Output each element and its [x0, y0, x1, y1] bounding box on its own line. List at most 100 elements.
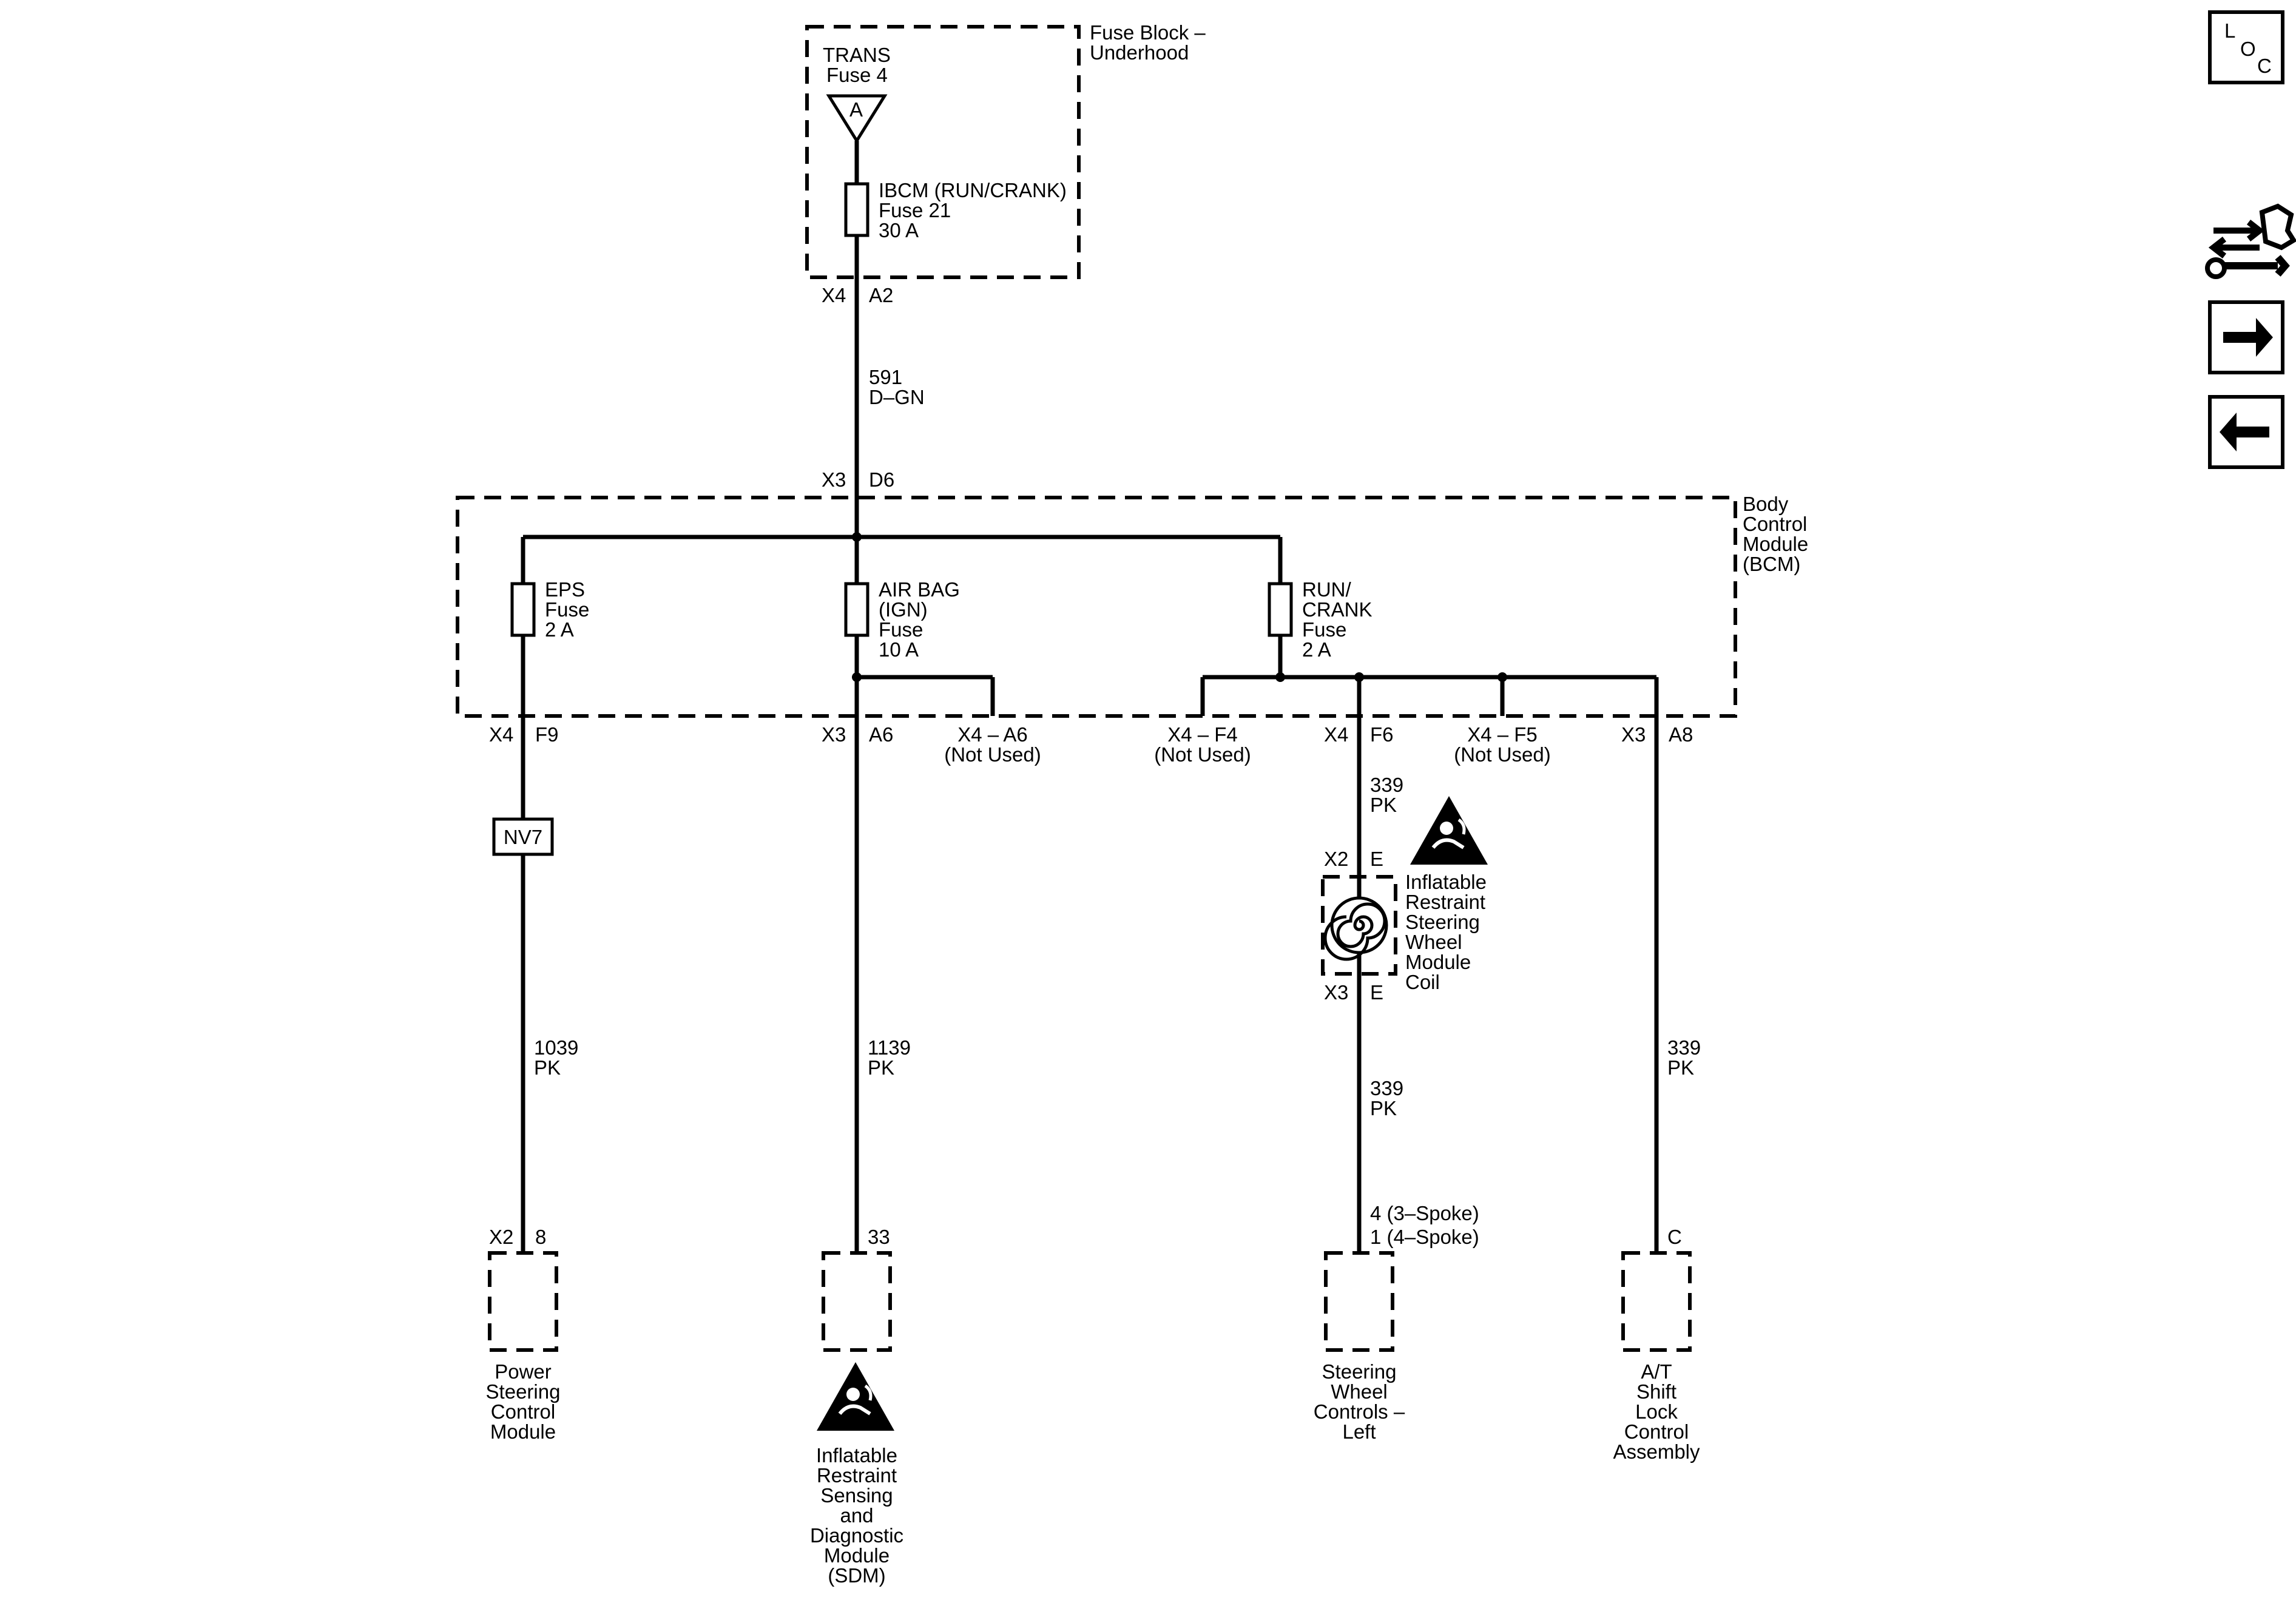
pin-f9: F9 — [535, 723, 559, 746]
pin-f6: F6 — [1370, 723, 1394, 746]
sdm-label-2: Restraint — [817, 1464, 897, 1487]
atsl-label-4: Control — [1624, 1420, 1689, 1443]
wire-1139-color: PK — [868, 1056, 894, 1079]
eps-fuse-label-3: 2 A — [545, 618, 574, 641]
bcm-title-1: Body — [1743, 493, 1789, 515]
splice-nv7-label: NV7 — [504, 826, 542, 848]
atsl-pin: C — [1667, 1226, 1682, 1248]
fuse-block-title-2: Underhood — [1090, 41, 1189, 64]
atsl-label-5: Assembly — [1613, 1440, 1700, 1463]
wire-339a-color: PK — [1370, 794, 1397, 816]
wire-339b-color: PK — [1370, 1097, 1397, 1119]
trans-fuse-triangle-icon — [826, 94, 888, 144]
loc-button[interactable]: L O C — [2208, 10, 2284, 84]
wire-591-circuit: 591 — [869, 366, 902, 388]
airbag-fuse-label-4: 10 A — [879, 638, 919, 661]
eps-fuse-label-2: Fuse — [545, 598, 589, 621]
swc-pin-1: 4 (3–Spoke) — [1370, 1202, 1479, 1224]
pin-x4-f5-not-used: (Not Used) — [1454, 743, 1551, 766]
bcm-title-3: Module — [1743, 533, 1808, 555]
splice-nv7-box — [492, 817, 554, 856]
swc-label-2: Wheel — [1331, 1380, 1388, 1403]
airbag-fuse-label-2: (IGN) — [879, 598, 928, 621]
airbag-fuse-label-1: AIR BAG — [879, 578, 960, 601]
clockspring-coil-icon — [1323, 896, 1388, 961]
arrow-right-icon — [2256, 318, 2273, 357]
sdm-module-box — [822, 1251, 892, 1352]
pin-x4-f4-not-used: (Not Used) — [1154, 743, 1251, 766]
ibcm-fuse-label-3: 30 A — [879, 219, 919, 241]
bcm-title-2: Control — [1743, 513, 1807, 535]
airbag-fuse-label-3: Fuse — [879, 618, 923, 641]
wire-339c-circuit: 339 — [1667, 1036, 1701, 1059]
airbag-warning-icon — [817, 1362, 894, 1431]
airbag-fuse-icon — [844, 582, 869, 637]
fuse-block-out-connector: X4 — [822, 284, 846, 306]
atsl-module-box — [1621, 1251, 1692, 1352]
psc-label-4: Module — [490, 1420, 556, 1443]
fuse-block-out-pin: A2 — [869, 284, 893, 306]
arrow-left-icon — [2220, 413, 2237, 451]
loc-letter-c: C — [2257, 55, 2272, 77]
loc-letter-o: O — [2240, 38, 2256, 60]
runcrank-fuse-label-2: CRANK — [1302, 598, 1373, 621]
trans-fuse-label-2: Fuse 4 — [826, 64, 888, 86]
pin-a6: A6 — [869, 723, 893, 746]
coil-top-pin: E — [1370, 848, 1383, 870]
pin-x4-f4: X4 – F4 — [1167, 723, 1238, 746]
runcrank-fuse-label-4: 2 A — [1302, 638, 1331, 661]
ibcm-fuse-label-2: Fuse 21 — [879, 199, 951, 221]
pin-x3-airbag-connector: X3 — [822, 723, 846, 746]
atsl-label-1: A/T — [1641, 1360, 1672, 1383]
runcrank-splice-node — [1275, 672, 1285, 682]
coil-bot-pin: E — [1370, 981, 1383, 1004]
coil-label-5: Module — [1405, 951, 1471, 973]
airbag-warning-icon — [1410, 796, 1488, 865]
atsl-label-2: Shift — [1636, 1380, 1676, 1403]
psc-label-2: Steering — [486, 1380, 561, 1403]
coil-label-3: Steering — [1405, 911, 1480, 933]
atsl-label-3: Lock — [1635, 1400, 1678, 1423]
sdm-label-6: Module — [824, 1544, 890, 1567]
psc-label-3: Control — [491, 1400, 555, 1423]
coil-label-1: Inflatable — [1405, 871, 1487, 893]
fuse-block-outline — [805, 25, 1081, 279]
swc-label-3: Controls – — [1314, 1400, 1405, 1423]
coil-top-connector: X2 — [1324, 848, 1348, 870]
ibcm-fuse-label-1: IBCM (RUN/CRANK) — [879, 179, 1067, 201]
coil-label-4: Wheel — [1405, 931, 1462, 953]
prev-page-button[interactable] — [2208, 395, 2284, 469]
runcrank-fuse-label-3: Fuse — [1302, 618, 1346, 641]
disassembly-tools-icon[interactable] — [2205, 203, 2296, 279]
next-page-button[interactable] — [2208, 300, 2284, 374]
coil-bot-connector: X3 — [1324, 981, 1348, 1004]
wire-1039-color: PK — [534, 1056, 561, 1079]
sdm-pin: 33 — [868, 1226, 890, 1248]
wire-339c-color: PK — [1667, 1056, 1694, 1079]
pin-x4-a6-not-used: (Not Used) — [944, 743, 1041, 766]
runcrank-fuse-icon — [1268, 582, 1293, 637]
fuse-block-title-1: Fuse Block – — [1090, 21, 1206, 44]
swc-pin-2: 1 (4–Spoke) — [1370, 1226, 1479, 1248]
psc-connector: X2 — [489, 1226, 513, 1248]
eps-fuse-label-1: EPS — [545, 578, 585, 601]
wire-591-color: D–GN — [869, 386, 925, 408]
loc-letter-l: L — [2224, 19, 2235, 42]
wire-339b-circuit: 339 — [1370, 1077, 1403, 1099]
coil-label-2: Restraint — [1405, 891, 1485, 913]
coil-label-6: Coil — [1405, 971, 1440, 993]
psc-label-1: Power — [495, 1360, 552, 1383]
swc-module-box — [1324, 1251, 1394, 1352]
trans-fuse-label-1: TRANS — [823, 44, 891, 66]
bcm-in-pin: D6 — [869, 468, 894, 491]
coil-module-box — [1321, 875, 1397, 976]
pin-x3-a8-connector: X3 — [1621, 723, 1646, 746]
pin-a8: A8 — [1669, 723, 1693, 746]
bcm-title-4: (BCM) — [1743, 553, 1800, 575]
sdm-label-5: Diagnostic — [810, 1524, 903, 1547]
swc-label-4: Left — [1342, 1420, 1376, 1443]
sdm-label-4: and — [840, 1504, 873, 1527]
ibcm-fuse-icon — [844, 182, 869, 237]
runcrank-fuse-label-1: RUN/ — [1302, 578, 1351, 601]
